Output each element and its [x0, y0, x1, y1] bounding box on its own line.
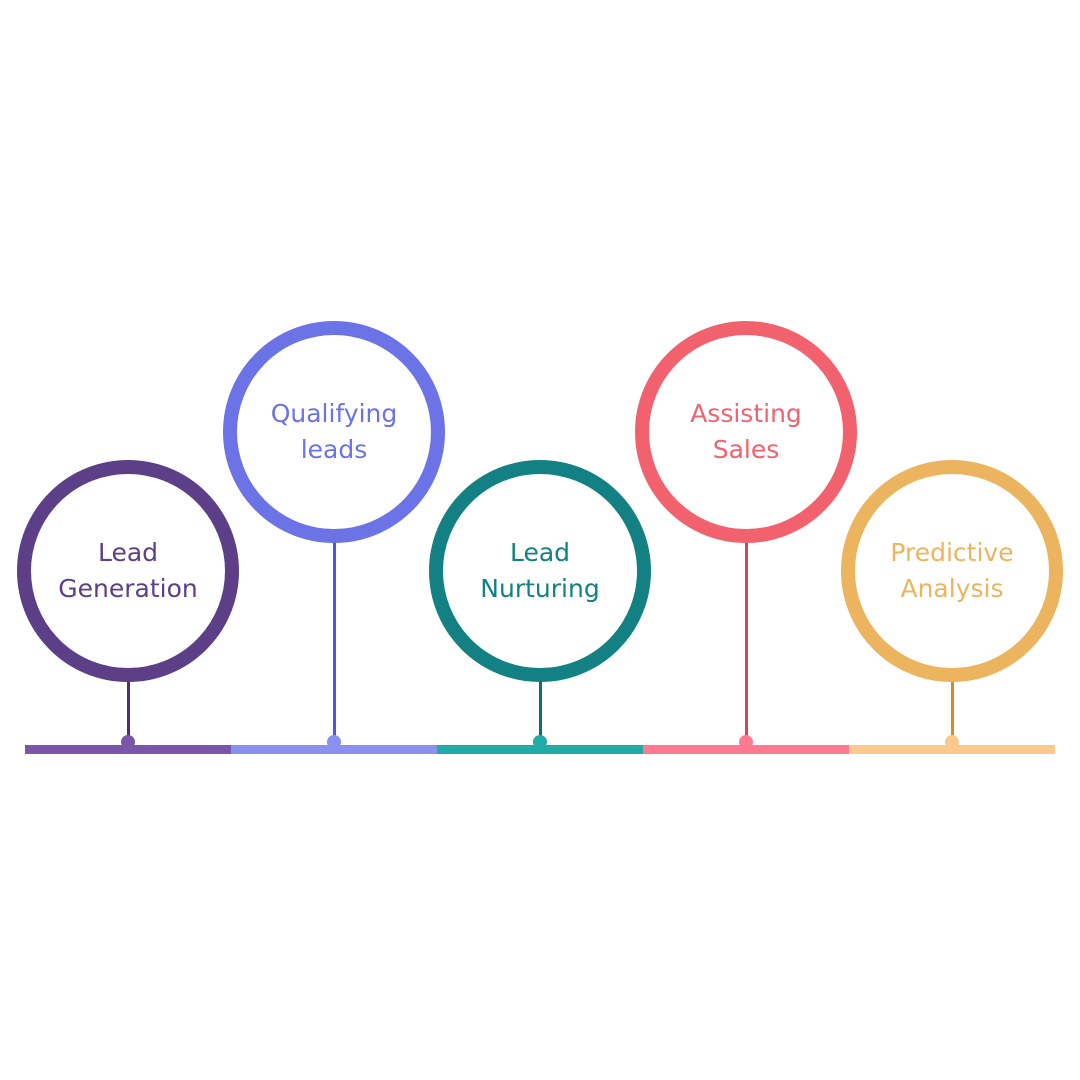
step-label: Qualifying leads	[244, 396, 424, 468]
connector-stem	[539, 671, 542, 745]
step-label-line: Lead	[97, 538, 159, 567]
timeline-segment	[643, 745, 849, 754]
timeline-segment	[25, 745, 231, 754]
step-label-line: Predictive	[890, 538, 1014, 567]
connector-stem	[745, 532, 748, 745]
timeline-segment	[437, 745, 643, 754]
step-label-line: Qualifying	[270, 399, 398, 428]
connector-dot	[327, 735, 341, 749]
connector-dot	[739, 735, 753, 749]
step-label-line: Analysis	[900, 574, 1004, 603]
connector-dot	[121, 735, 135, 749]
connector-stem	[951, 671, 954, 745]
connector-stem	[333, 532, 336, 745]
step-label-line: Generation	[58, 574, 198, 603]
connector-dot	[945, 735, 959, 749]
connector-dot	[533, 735, 547, 749]
step-circle: Qualifying leads	[223, 321, 445, 543]
timeline-segment	[231, 745, 437, 754]
step-label-line: leads	[300, 435, 368, 464]
step-label-line: Assisting	[690, 399, 802, 428]
connector-stem	[127, 671, 130, 745]
timeline-segment	[849, 745, 1055, 754]
step-label-line: Nurturing	[480, 574, 600, 603]
step-label-line: Sales	[712, 435, 780, 464]
step-label-line: Lead	[509, 538, 571, 567]
